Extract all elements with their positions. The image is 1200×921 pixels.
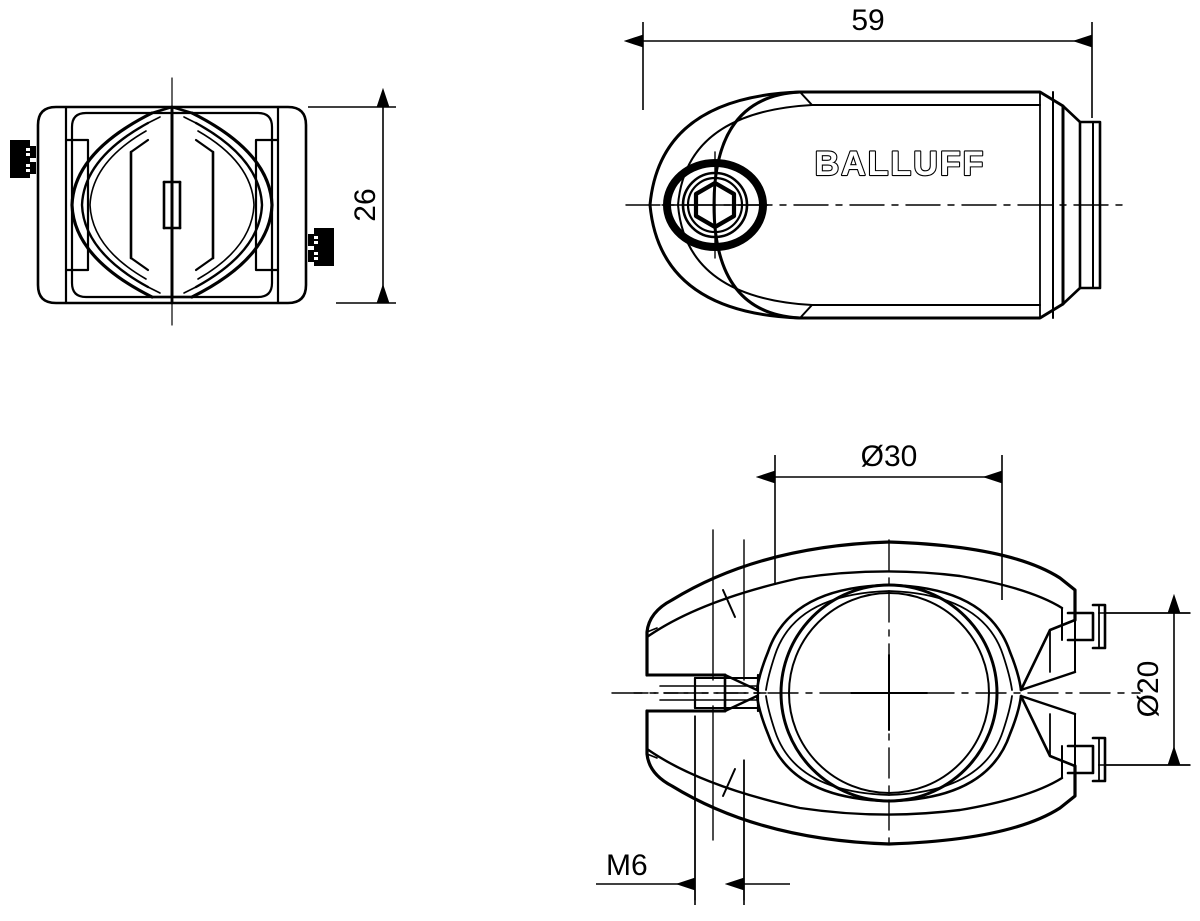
dimension-59 <box>623 22 1093 118</box>
screw-boss-upper <box>1019 589 1107 692</box>
hex-screw <box>661 151 769 259</box>
dimension-59-label: 59 <box>851 4 884 37</box>
front-view-split-gap <box>162 180 182 230</box>
connector-tab-left-icon <box>10 140 36 178</box>
dimension-diameter-30 <box>755 455 1003 600</box>
dimension-diameter-20-label: Ø20 <box>1132 661 1165 718</box>
dimension-26 <box>308 87 396 304</box>
screw-boss-lower <box>1019 694 1107 797</box>
construction-lines <box>694 529 745 901</box>
dimension-m6-label: M6 <box>606 849 648 882</box>
clamp-lower-half <box>645 694 1077 846</box>
clamp-upper-half <box>645 540 1077 692</box>
balluff-logo: BALLUFF <box>815 145 986 183</box>
bore-center-mark <box>850 654 928 731</box>
front-view <box>10 77 334 326</box>
dimension-diameter-30-label: Ø30 <box>861 440 918 473</box>
top-view-end-cap <box>1039 91 1102 319</box>
section-view <box>611 529 1191 901</box>
thread-lug-m6 <box>633 673 767 713</box>
boss-leader-lines <box>1104 612 1191 766</box>
top-view: BALLUFF <box>625 90 1126 320</box>
dimension-26-label: 26 <box>349 188 382 221</box>
front-view-left-half <box>36 105 174 305</box>
connector-tab-right-icon <box>308 228 334 266</box>
clamp-bore <box>779 583 999 803</box>
front-view-right-half <box>170 105 308 305</box>
